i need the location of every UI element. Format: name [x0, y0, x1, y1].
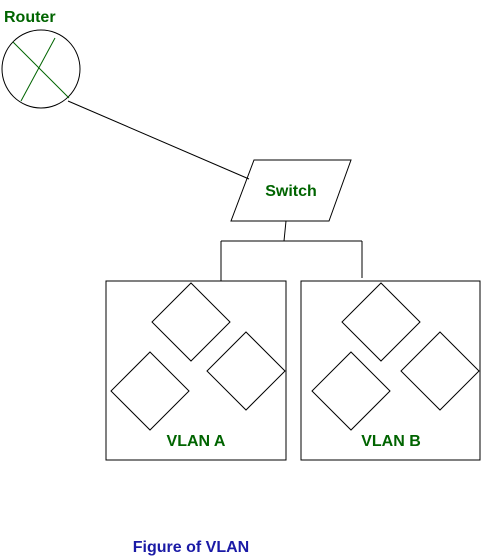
vlan-a-host-2 [206, 331, 286, 411]
vlan-b-host-1 [341, 282, 421, 362]
vlan-b-box: VLAN B [300, 280, 481, 461]
router-icon [1, 29, 81, 109]
switch-label: Switch [265, 183, 317, 200]
vlan-a-label: VLAN A [167, 433, 226, 450]
router-label: Router [4, 9, 56, 26]
figure-caption: Figure of VLAN [133, 539, 249, 556]
vlan-a-box: VLAN A [105, 280, 287, 461]
vlan-a-host-3 [110, 351, 190, 431]
router-switch-link [67, 100, 250, 180]
vlan-b-host-3 [311, 351, 391, 431]
vlan-b-label: VLAN B [361, 433, 421, 450]
switch-vlan-connectors [220, 220, 363, 281]
vlan-b-host-2 [400, 331, 480, 411]
vlan-a-host-1 [151, 282, 231, 362]
switch-shape [230, 159, 352, 222]
